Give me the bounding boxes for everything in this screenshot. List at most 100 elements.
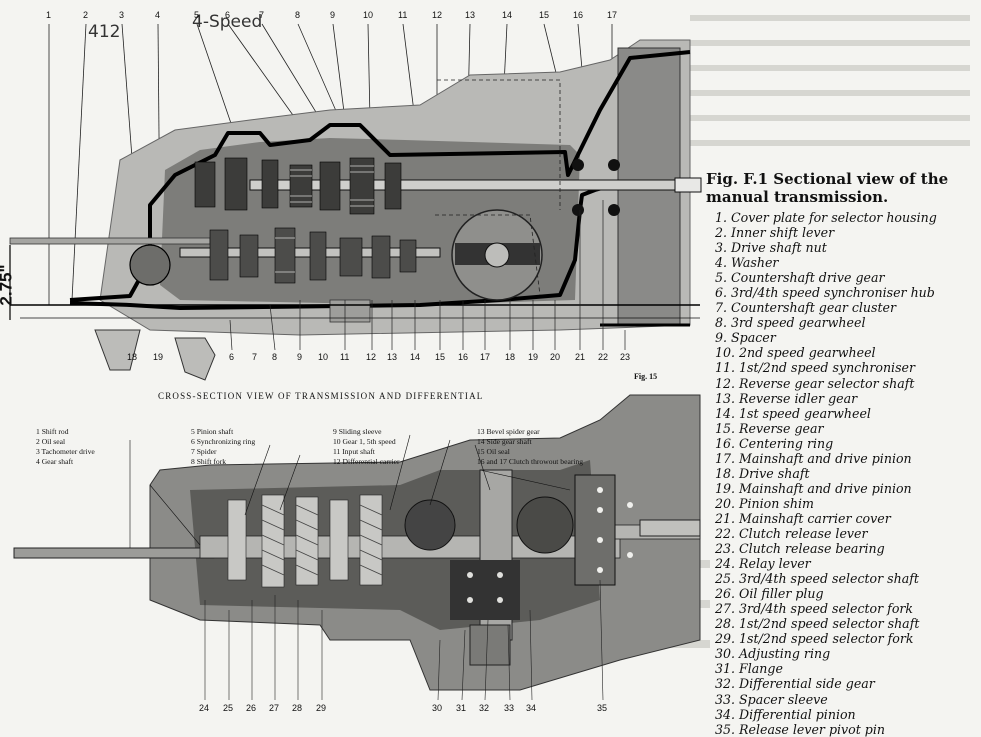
legend-item: 21. Mainshaft carrier cover (715, 510, 891, 526)
callout-number: 2 (83, 10, 89, 20)
callout-number: 10 (363, 10, 374, 20)
key-item: 15 Oil seal (477, 447, 510, 456)
legend-item: 6. 3rd/4th speed synchroniser hub (715, 285, 935, 301)
key-item: 9 Sliding sleeve (333, 427, 382, 436)
legend-item: 14. 1st speed gearwheel (715, 405, 871, 421)
key-column-3: 9 Sliding sleeve 10 Gear 1, 5th speed 11… (333, 427, 399, 467)
legend-item: 2. Inner shift lever (715, 225, 835, 241)
legend-item: 30. Adjusting ring (715, 646, 831, 662)
key-item: 6 Synchronizing ring (191, 437, 256, 446)
top-sectional-view (9, 23, 702, 381)
legend-item: 1. Cover plate for selector housing (715, 210, 937, 225)
key-item: 5 Pinion shaft (191, 427, 234, 436)
callout-number: 31 (456, 703, 467, 713)
legend-item: 18. Drive shaft (715, 465, 810, 481)
fig-tag: Fig. 15 (634, 372, 658, 381)
figure-caption: Fig. F.1 Sectional view of the manual tr… (706, 170, 981, 206)
callout-number: 14 (502, 10, 513, 20)
key-item: 13 Bevel spider gear (477, 427, 540, 436)
callout-number: 14 (410, 352, 421, 362)
legend-item: 7. Countershaft gear cluster (715, 300, 897, 316)
callout-number: 6 (225, 10, 231, 20)
key-column-1: 1 Shift rod 2 Oil seal 3 Tachometer driv… (36, 427, 95, 467)
key-item: 4 Gear shaft (36, 457, 74, 466)
callout-number: 19 (153, 352, 164, 362)
key-item: 7 Spider (191, 447, 217, 456)
callout-number: 17 (480, 352, 491, 362)
callout-number: 18 (127, 352, 138, 362)
legend-item: 34. Differential pinion (715, 706, 856, 722)
legend-item: 19. Mainshaft and drive pinion (715, 480, 912, 496)
legend-item: 28. 1st/2nd speed selector shaft (715, 616, 920, 632)
callout-number: 25 (223, 703, 234, 713)
callout-number: 33 (504, 703, 515, 713)
callout-number: 27 (269, 703, 280, 713)
callout-number: 8 (295, 10, 301, 20)
callout-number: 3 (119, 10, 125, 20)
callout-number: 8 (272, 352, 278, 362)
callout-number: 10 (318, 352, 329, 362)
parts-legend: 1. Cover plate for selector housing 2. I… (715, 210, 981, 737)
key-item: 3 Tachometer drive (36, 447, 95, 456)
legend-item: 15. Reverse gear (715, 420, 824, 436)
legend-item: 29. 1st/2nd speed selector fork (715, 631, 914, 647)
callout-number: 22 (598, 352, 609, 362)
callout-number: 30 (432, 703, 443, 713)
caption-line-1: Fig. F.1 Sectional view of the (706, 170, 949, 188)
handwritten-model-note: 412 (88, 22, 121, 42)
callout-number: 11 (340, 352, 350, 362)
callout-number: 15 (539, 10, 550, 20)
legend-item: 23. Clutch release bearing (715, 541, 885, 557)
callout-number: 7 (259, 10, 265, 20)
key-item: 2 Oil seal (36, 437, 66, 446)
callout-number: 12 (366, 352, 377, 362)
legend-item: 20. Pinion shim (715, 495, 814, 511)
legend-item: 17. Mainshaft and drive pinion (715, 450, 912, 466)
legend-item: 27. 3rd/4th speed selector fork (715, 601, 914, 617)
cross-section-title: CROSS-SECTION VIEW OF TRANSMISSION AND D… (158, 391, 484, 401)
callout-number: 13 (387, 352, 398, 362)
legend-item: 33. Spacer sleeve (715, 691, 828, 707)
handwritten-speed-note: 4-Speed (192, 12, 263, 32)
callout-number: 11 (398, 10, 408, 20)
callout-number: 21 (575, 352, 586, 362)
callout-number: 1 (46, 10, 52, 20)
legend-item: 3. Drive shaft nut (715, 240, 827, 256)
callout-number: 15 (435, 352, 446, 362)
legend-item: 8. 3rd speed gearwheel (715, 315, 866, 331)
legend-item: 9. Spacer (715, 330, 776, 346)
caption-line-2: manual transmission. (706, 188, 889, 206)
callout-number: 7 (252, 352, 258, 362)
callout-number: 29 (316, 703, 327, 713)
key-item: 14 Side gear shaft (477, 437, 532, 446)
legend-item: 5. Countershaft drive gear (715, 270, 885, 286)
callout-number: 17 (607, 10, 618, 20)
legend-item: 26. Oil filler plug (715, 586, 824, 602)
legend-item: 11. 1st/2nd speed synchroniser (715, 360, 916, 376)
cross-section-view (13, 394, 701, 701)
callout-number: 16 (573, 10, 584, 20)
key-item: 8 Shift fork (191, 457, 227, 466)
legend-item: 4. Washer (715, 255, 779, 271)
callout-number: 9 (297, 352, 303, 362)
legend-item: 13. Reverse idler gear (715, 390, 858, 406)
legend-item: 31. Flange (715, 661, 783, 677)
key-item: 11 Input shaft (333, 447, 375, 456)
key-item: 1 Shift rod (36, 427, 69, 436)
callout-number: 5 (194, 10, 200, 20)
callout-number: 26 (246, 703, 257, 713)
legend-item: 35. Release lever pivot pin (715, 721, 885, 737)
callout-number: 18 (505, 352, 516, 362)
legend-item: 32. Differential side gear (715, 676, 875, 692)
callout-number: 32 (479, 703, 490, 713)
callout-number: 20 (550, 352, 561, 362)
key-item: 10 Gear 1, 5th speed (333, 437, 396, 446)
callout-number: 6 (229, 352, 235, 362)
key-item: 12 Differential carrier (333, 457, 400, 466)
key-column-2: 5 Pinion shaft 6 Synchronizing ring 7 Sp… (191, 427, 255, 467)
legend-item: 12. Reverse gear selector shaft (715, 375, 915, 391)
callout-number: 9 (330, 10, 336, 20)
callout-number: 28 (292, 703, 303, 713)
callout-number: 13 (465, 10, 476, 20)
